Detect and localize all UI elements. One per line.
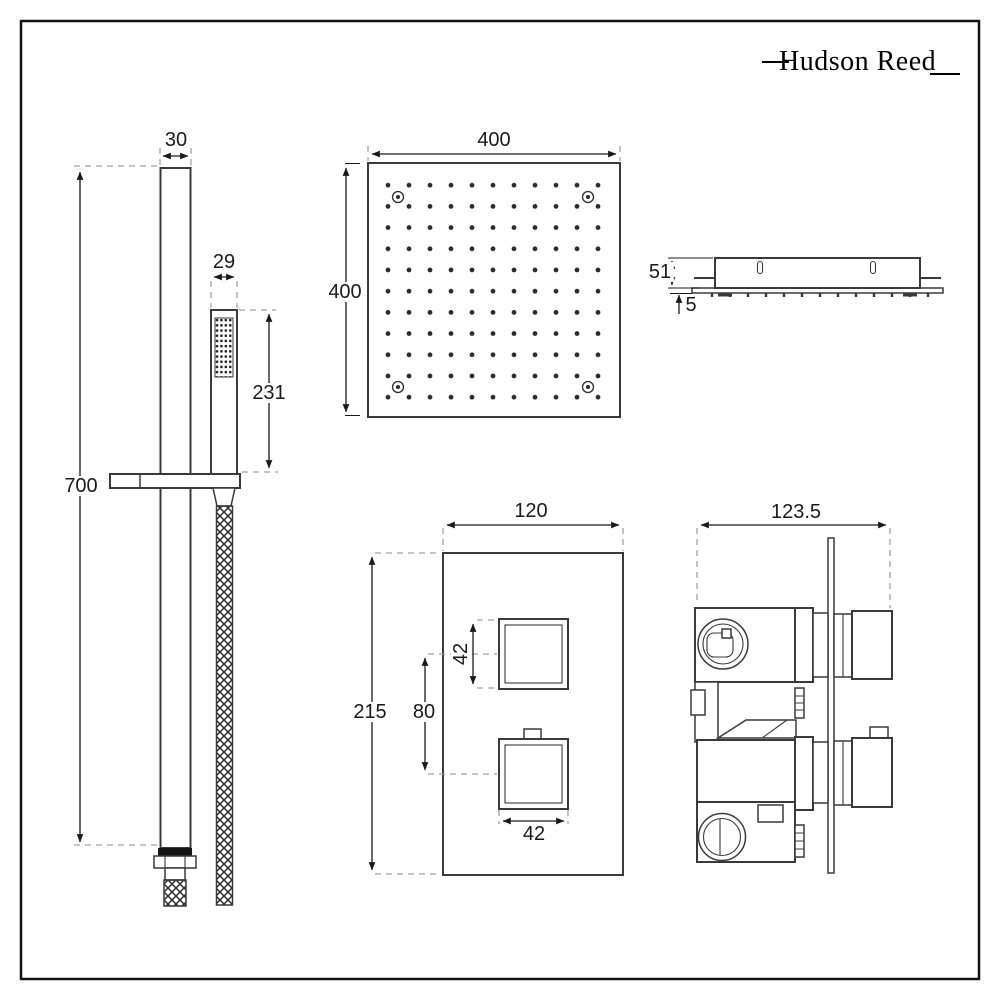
body-slot [869, 260, 877, 275]
valve-port-upper-opening [706, 632, 734, 658]
handset-braided-hose [215, 505, 234, 906]
dim-handset-width: 29 [212, 251, 236, 273]
dim-valve-plate-width: 120 [514, 500, 548, 522]
valve-side-view [690, 537, 893, 874]
valve-knob-bottom-inner [504, 744, 563, 804]
dim-head-depth: 400 [325, 282, 365, 302]
logo-underscore-line [930, 73, 961, 75]
slide-rail-dimensions [74, 148, 278, 846]
rail-hose-ferrule [164, 867, 186, 881]
handset-hose-connector [212, 487, 236, 507]
nozzle-cluster [718, 293, 732, 297]
page-border [19, 19, 981, 981]
dim-head-plate-thickness: 5 [685, 294, 697, 316]
fixing-screws [391, 190, 595, 394]
handset-spray-face [214, 317, 234, 378]
logo-text: Hudson Reed [779, 46, 937, 77]
slide-rail-bar [159, 167, 192, 849]
valve-side-dimensions [696, 521, 891, 608]
valve-knob-top-inner [504, 624, 563, 684]
valve-port-upper [697, 618, 749, 670]
dim-valve-plate-height: 215 [350, 702, 390, 722]
body-slot [756, 260, 764, 275]
valve-knob-bottom [498, 738, 569, 810]
valve-body-upper [694, 607, 796, 683]
nozzle-grid [378, 175, 609, 408]
cartridge-collar-upper [794, 607, 814, 683]
dim-valve-body-depth: 123.5 [770, 501, 822, 523]
cartridge-step-upper [812, 612, 829, 678]
logo-dash-line [762, 61, 789, 63]
dim-valve-knob-spacing: 80 [409, 702, 439, 722]
cartridge-collar-lower [794, 736, 814, 811]
slider-bracket [109, 473, 241, 489]
cartridge-step-lower [812, 741, 829, 804]
dim-valve-knob-top-size: 42 [450, 639, 472, 669]
valve-port-upper-inner [702, 623, 744, 665]
hex-nut-facets [164, 856, 186, 868]
nozzle-cluster [903, 293, 917, 297]
shower-head-side-view [691, 257, 944, 297]
rail-end-seal [158, 848, 192, 856]
rail-hex-nut [153, 855, 197, 869]
dim-head-body-height: 51 [645, 262, 675, 282]
valve-knob-top [498, 618, 569, 690]
brand-logo: Hudson Reed [762, 46, 961, 77]
knob-tab-side [869, 726, 889, 739]
valve-body-lug [690, 689, 706, 716]
dim-handset-length: 231 [249, 383, 289, 403]
slide-rail-assembly [109, 167, 241, 907]
valve-body-lower [696, 739, 796, 803]
dim-rail-length: 700 [61, 476, 101, 496]
valve-lever-edge [761, 719, 788, 739]
head-body [714, 257, 921, 289]
valve-port-lower-inner [702, 817, 742, 857]
dim-rail-width: 30 [164, 129, 188, 151]
rail-braided-hose [163, 879, 187, 907]
valve-lever [715, 719, 797, 739]
valve-port-lower [697, 812, 747, 862]
valve-wall-plate [827, 537, 835, 874]
dim-head-width: 400 [477, 129, 511, 151]
valve-connector-block [757, 804, 784, 823]
shower-head-top-view [367, 162, 621, 418]
knob-side-lower [851, 737, 893, 808]
dim-valve-knob-bottom-size: 42 [522, 823, 546, 845]
valve-port-upper-notch [721, 628, 732, 639]
knob-side-upper [851, 610, 893, 680]
